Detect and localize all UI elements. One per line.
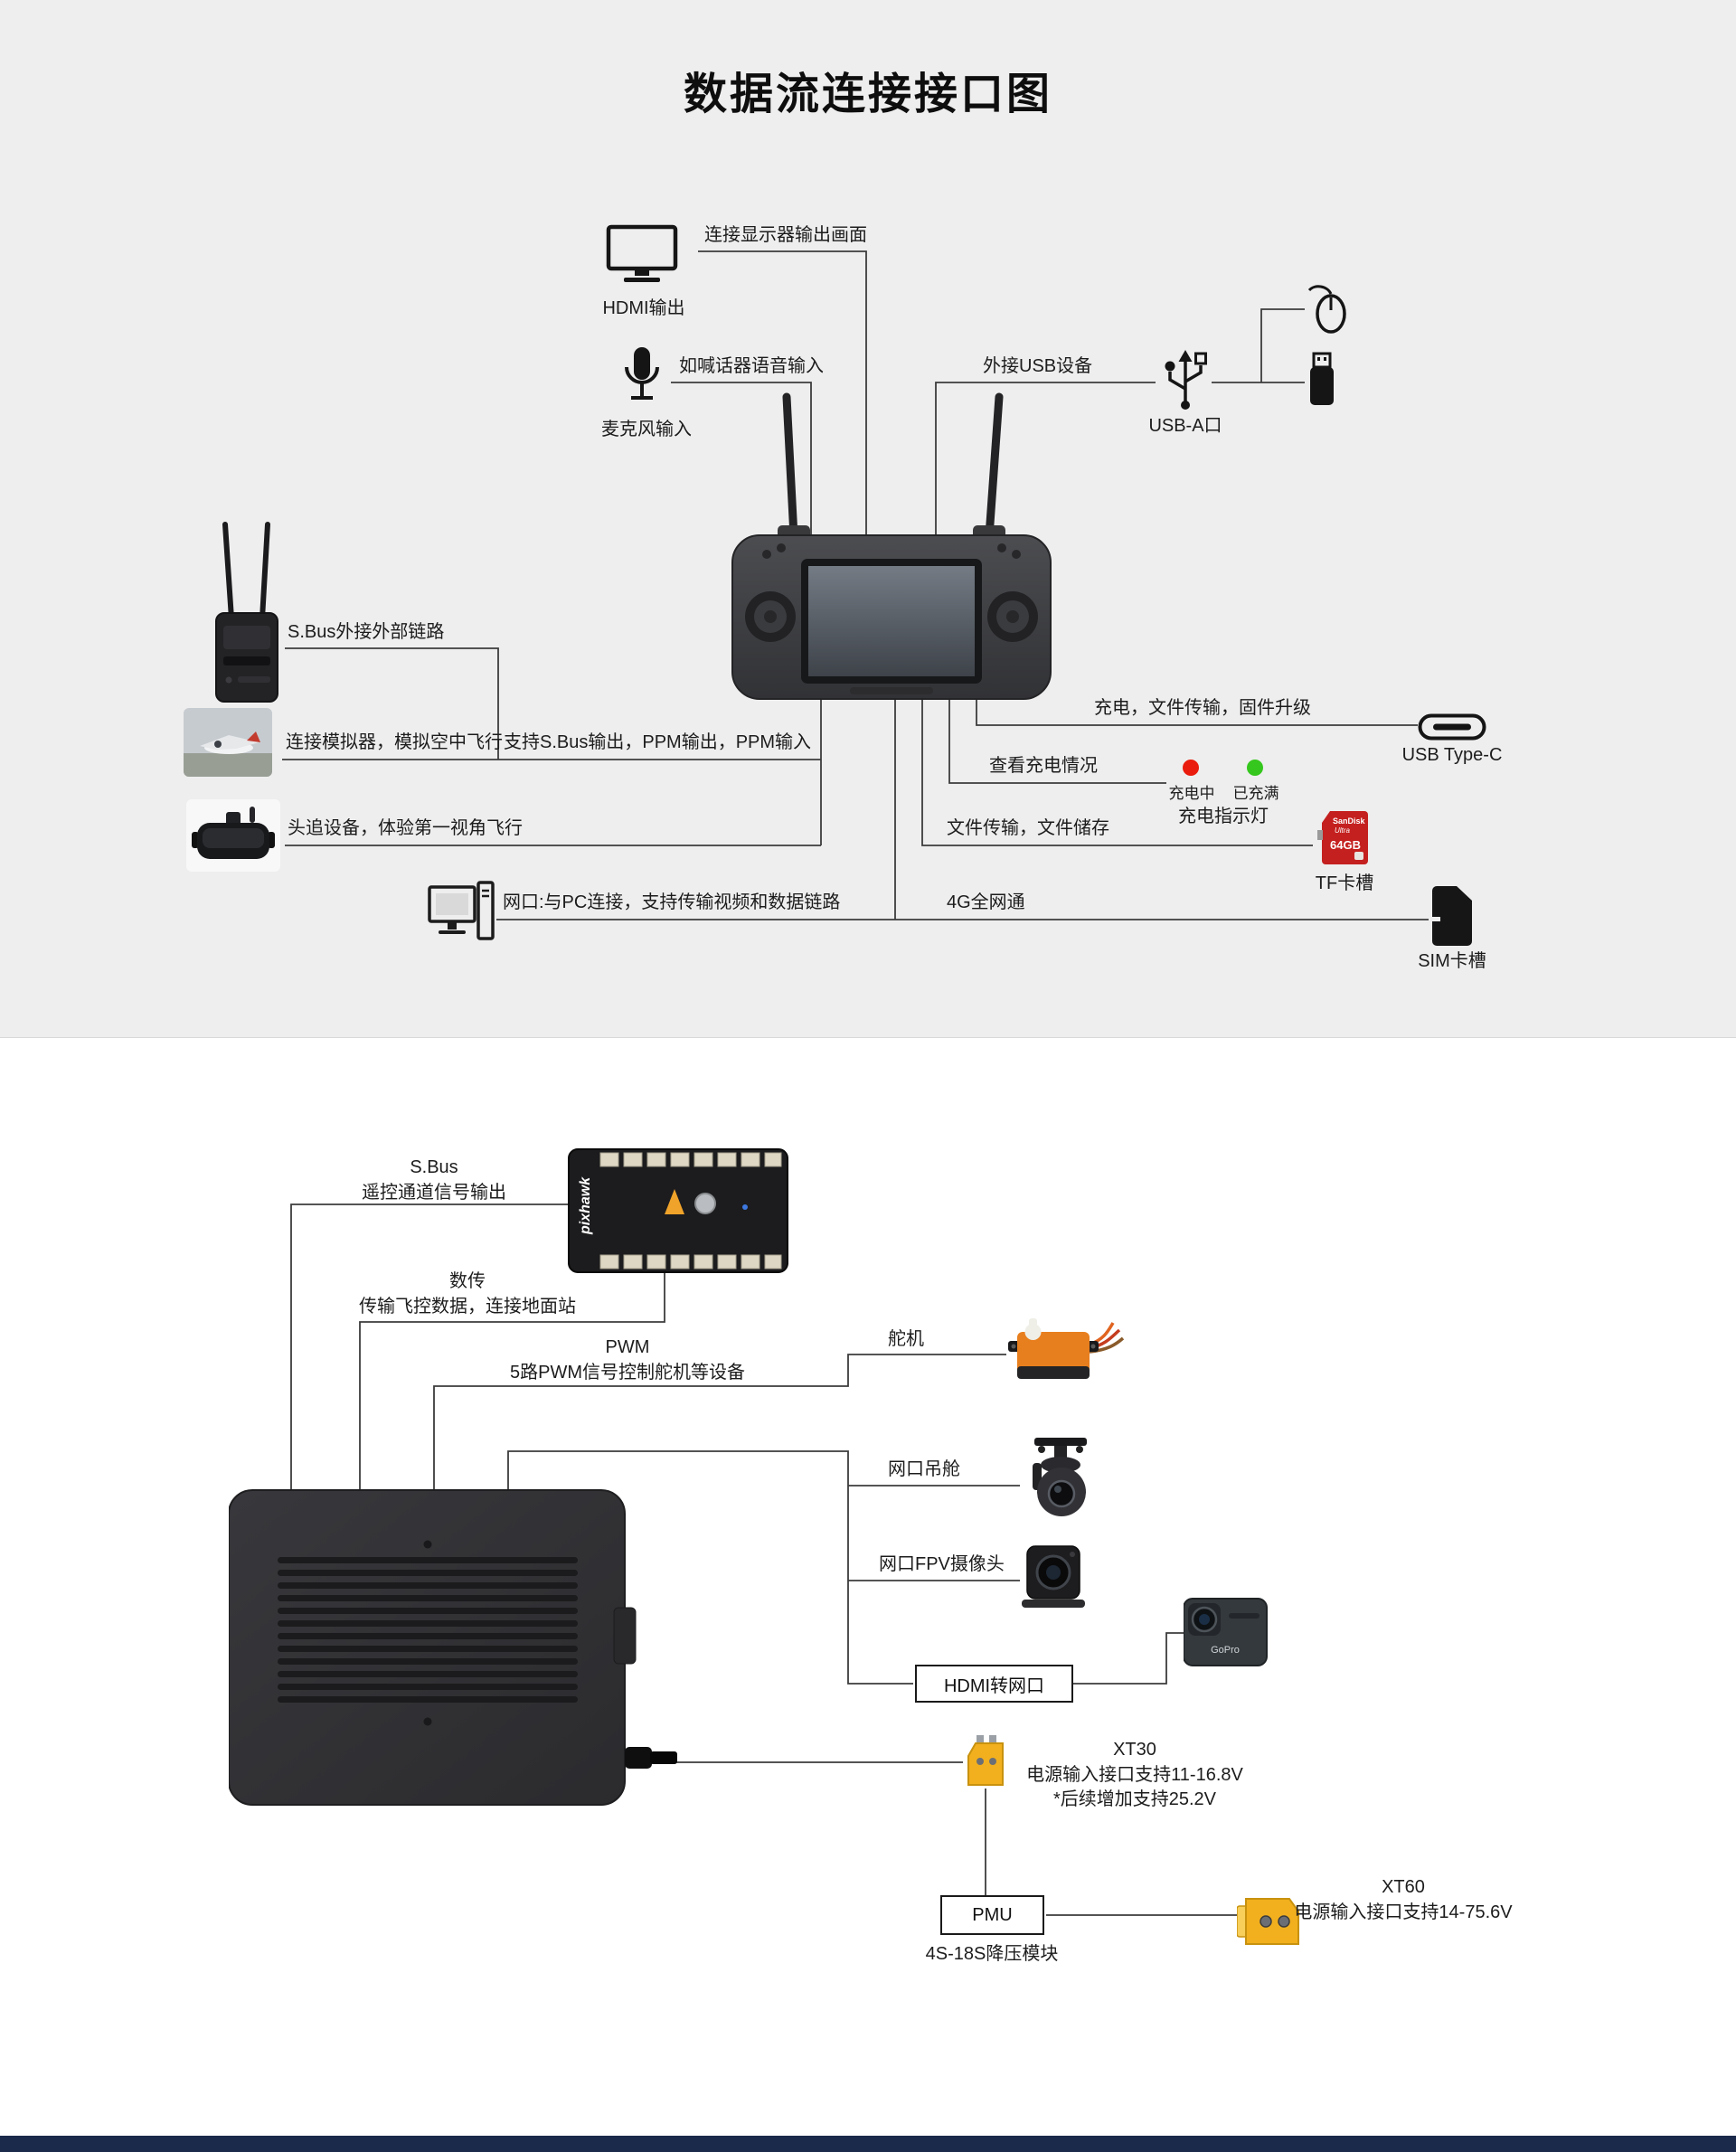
servo-label: 舵机 bbox=[888, 1329, 924, 1349]
servo-image bbox=[1008, 1318, 1125, 1379]
xt60-connector-image bbox=[1237, 1898, 1299, 1945]
left-antenna bbox=[782, 392, 798, 541]
pixhawk-logo: pixhawk bbox=[578, 1176, 593, 1235]
svg-text:64GB: 64GB bbox=[1330, 838, 1361, 852]
ppm-support-label: 支持S.Bus输出，PPM输出，PPM输入 bbox=[504, 732, 812, 752]
charge-line-label: 查看充电情况 bbox=[989, 756, 1098, 776]
charging-label: 充电中 bbox=[1168, 785, 1215, 802]
usb-stick-icon bbox=[1310, 352, 1334, 405]
remote-controller bbox=[731, 392, 1052, 700]
usb-c-line-label: 充电，文件传输，固件升级 bbox=[1094, 698, 1311, 718]
telemetry-label: 数传 传输飞控数据，连接地面站 bbox=[359, 1271, 576, 1317]
pmu-box: PMU bbox=[940, 1895, 1044, 1935]
pixhawk-arrow bbox=[665, 1189, 684, 1214]
usb-c-caption: USB Type-C bbox=[1401, 745, 1503, 765]
pc-line-label: 网口:与PC连接，支持传输视频和数据链路 bbox=[503, 892, 841, 912]
tf-caption: TF卡槽 bbox=[1315, 873, 1374, 893]
sim-caption: SIM卡槽 bbox=[1418, 951, 1486, 971]
tf-card-image: SanDisk Ultra 64GB bbox=[1317, 811, 1368, 864]
hdmi-converter-box: HDMI转网口 bbox=[915, 1665, 1073, 1703]
air-unit-side-tab bbox=[613, 1607, 637, 1665]
fpv-camera-image bbox=[1022, 1545, 1085, 1608]
mouse-icon bbox=[1307, 285, 1346, 334]
charge-indicator-caption: 充电指示灯 bbox=[1178, 807, 1269, 826]
charging-dot-red bbox=[1183, 760, 1199, 776]
usb-c-icon bbox=[1418, 713, 1486, 741]
mic-caption: 麦克风输入 bbox=[601, 420, 692, 439]
gopro-image: GoPro bbox=[1184, 1598, 1268, 1666]
svg-text:SanDisk: SanDisk bbox=[1333, 816, 1366, 826]
hdmi-line-label: 连接显示器输出画面 bbox=[704, 225, 867, 245]
sbus-ext-line-label: S.Bus外接外部链路 bbox=[288, 622, 445, 642]
monitor-icon bbox=[606, 224, 678, 282]
gopro-line bbox=[1073, 1632, 1184, 1685]
goggles-image bbox=[186, 799, 280, 872]
right-antenna bbox=[985, 392, 1004, 541]
sbus-out-label: S.Bus 遥控通道信号输出 bbox=[362, 1157, 506, 1203]
gimbal-camera-image bbox=[1033, 1438, 1087, 1516]
microphone-icon bbox=[625, 347, 659, 400]
usb-a-icon bbox=[1165, 350, 1207, 410]
air-unit-power-plug bbox=[625, 1747, 652, 1769]
controller-screen bbox=[808, 566, 975, 676]
cellular-line-label: 4G全网通 bbox=[947, 892, 1025, 912]
xt30-connector-image bbox=[967, 1735, 1004, 1786]
svg-text:Ultra: Ultra bbox=[1335, 826, 1350, 835]
hdmi-caption: HDMI输出 bbox=[602, 298, 685, 318]
gopro-logo: GoPro bbox=[1211, 1645, 1240, 1656]
head-tracker-line-label: 头追设备，体验第一视角飞行 bbox=[288, 818, 523, 838]
air-unit-vents bbox=[278, 1557, 578, 1703]
fpv-camera-label: 网口FPV摄像头 bbox=[879, 1554, 1005, 1574]
footer-bar bbox=[0, 2136, 1736, 2152]
page-title: 数据流连接接口图 bbox=[683, 71, 1052, 118]
simulator-line-label: 连接模拟器，模拟空中飞行 bbox=[286, 732, 503, 752]
usb-devices-line-label: 外接USB设备 bbox=[983, 356, 1093, 376]
gimbal-lens bbox=[1047, 1479, 1076, 1508]
pc-icon bbox=[428, 881, 495, 940]
pixhawk-board-image: pixhawk bbox=[568, 1148, 788, 1273]
usb-a-caption: USB-A口 bbox=[1148, 416, 1222, 436]
charged-dot-green bbox=[1247, 760, 1263, 776]
charged-label: 已充满 bbox=[1232, 785, 1279, 802]
top-section-background bbox=[0, 0, 1736, 1038]
tf-line-label: 文件传输，文件储存 bbox=[947, 818, 1109, 838]
gimbal-label: 网口吊舱 bbox=[888, 1459, 960, 1479]
mic-line-label: 如喊话器语音输入 bbox=[679, 356, 824, 376]
pmu-caption: 4S-18S降压模块 bbox=[925, 1944, 1059, 1964]
xt30-label: XT30 电源输入接口支持11-16.8V *后续增加支持25.2V bbox=[1026, 1740, 1243, 1810]
radio-module-image bbox=[215, 522, 278, 703]
pwm-label: PWM 5路PWM信号控制舵机等设备 bbox=[510, 1337, 745, 1383]
simulator-image bbox=[184, 708, 272, 777]
xt60-label: XT60 电源输入接口支持14-75.6V bbox=[1294, 1877, 1513, 1922]
air-unit-image bbox=[229, 1489, 677, 1806]
sim-card-icon bbox=[1432, 886, 1472, 946]
